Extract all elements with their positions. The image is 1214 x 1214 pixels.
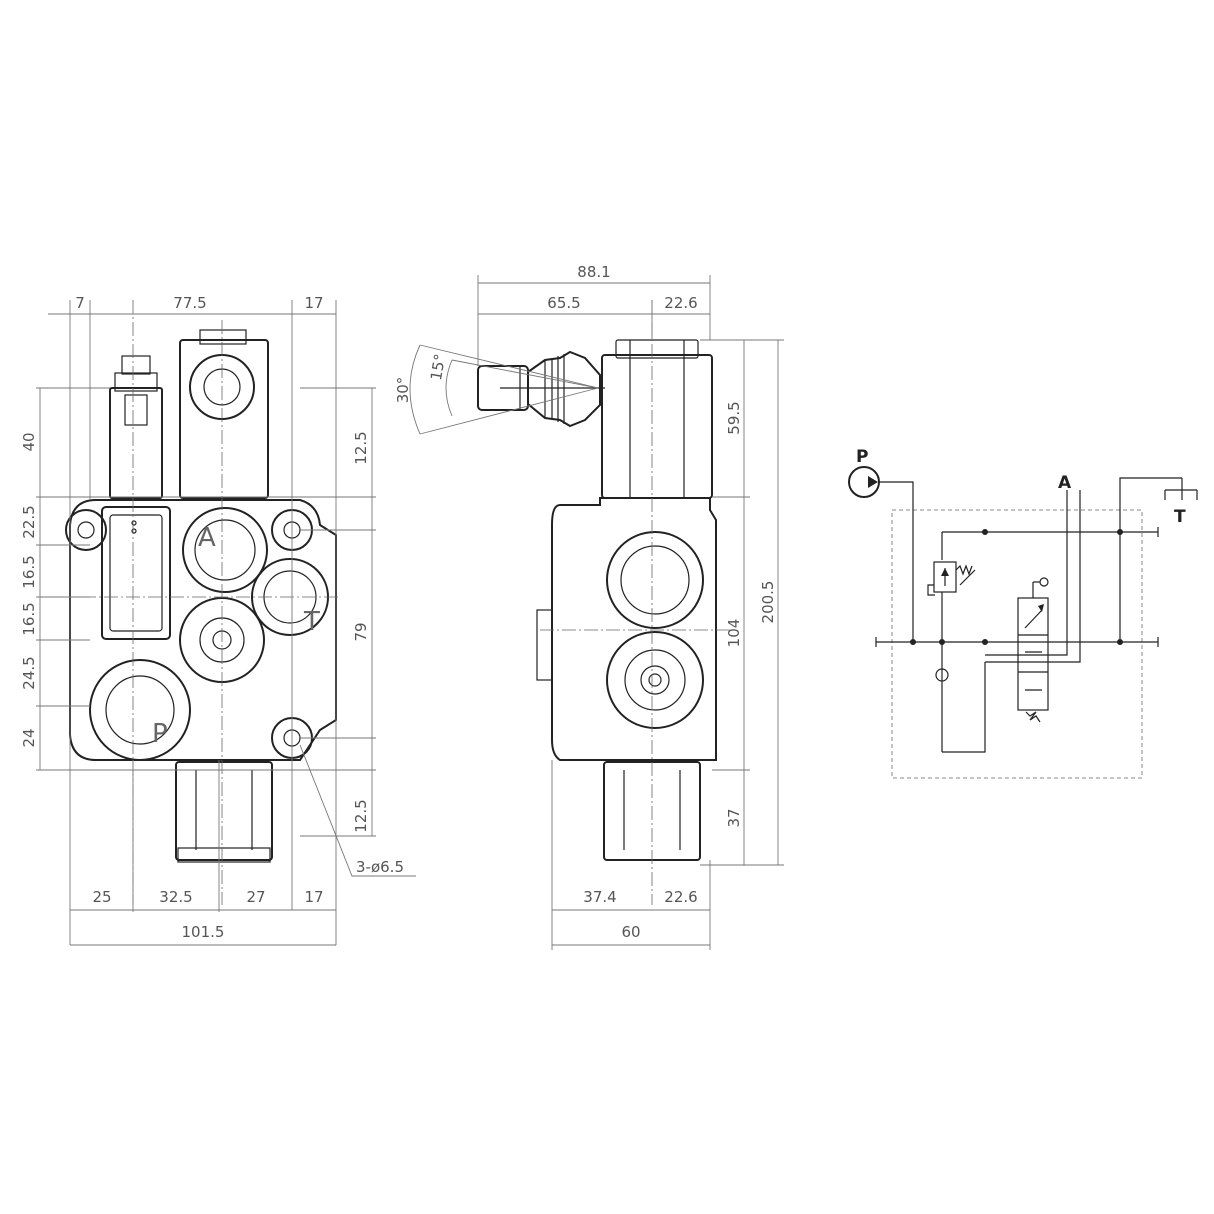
front-view-labels: 7 77.5 17 25 32.5 27 17 101.5 40 22.5 16… <box>20 294 404 941</box>
port-label-a: A <box>198 523 216 553</box>
dim-side-overall-width: 60 <box>621 923 640 941</box>
dim-front-bottom-3: 27 <box>246 888 265 906</box>
dim-front-top-1: 7 <box>75 294 85 312</box>
dim-side-right-2: 104 <box>725 619 743 648</box>
angle-30: 30° <box>394 377 412 404</box>
check-valve-symbol <box>935 668 949 682</box>
dim-front-left-4: 16.5 <box>20 602 38 635</box>
dim-side-top-1: 65.5 <box>547 294 580 312</box>
side-view-labels: 88.1 65.5 22.6 30° 15° 59.5 104 37 200.5… <box>394 263 777 941</box>
dim-front-right-1: 12.5 <box>352 431 370 464</box>
dim-front-left-6: 24 <box>20 728 38 747</box>
dim-side-bottom-2: 22.6 <box>664 888 697 906</box>
schematic-label-a: A <box>1058 473 1072 493</box>
dim-side-right-1: 59.5 <box>725 401 743 434</box>
dim-front-right-2: 79 <box>352 622 370 641</box>
dim-side-bottom-1: 37.4 <box>583 888 616 906</box>
valve-body <box>69 499 337 761</box>
dim-front-overall-width: 101.5 <box>182 923 225 941</box>
hydraulic-schematic: P A T <box>848 447 1198 779</box>
relief-cap <box>121 355 151 375</box>
dim-side-top-2: 22.6 <box>664 294 697 312</box>
port-label-p: P <box>152 719 168 749</box>
relief-nut <box>114 372 158 392</box>
angle-15: 15° <box>427 352 449 381</box>
dim-front-left-3: 16.5 <box>20 555 38 588</box>
dim-side-overall-top: 88.1 <box>577 263 610 281</box>
spool-cap-top <box>179 339 269 499</box>
relief-valve-symbol <box>933 561 957 593</box>
side-body <box>551 497 717 761</box>
side-view <box>409 275 784 950</box>
spool-cap-bottom <box>175 761 273 861</box>
dim-side-right-3: 37 <box>725 808 743 827</box>
dim-front-left-1: 40 <box>20 432 38 451</box>
dim-front-bottom-2: 32.5 <box>159 888 192 906</box>
side-cap-top <box>601 354 713 499</box>
lever-slot <box>101 506 171 640</box>
port-label-t: T <box>303 607 320 637</box>
relief-cartridge <box>109 387 163 499</box>
hole-callout: 3-ø6.5 <box>356 858 404 876</box>
schematic-boundary <box>891 509 1143 779</box>
dim-front-top-2: 77.5 <box>173 294 206 312</box>
dim-front-bottom-4: 17 <box>304 888 323 906</box>
spool-valve-symbol <box>1017 597 1049 711</box>
dim-front-bottom-1: 25 <box>92 888 111 906</box>
schematic-label-p: P <box>856 447 868 467</box>
dim-front-right-3: 12.5 <box>352 799 370 832</box>
dim-front-top-3: 17 <box>304 294 323 312</box>
dim-side-overall-height: 200.5 <box>759 581 777 624</box>
schematic-label-t: T <box>1174 507 1186 527</box>
dim-front-left-2: 22.5 <box>20 505 38 538</box>
dim-front-left-5: 24.5 <box>20 656 38 689</box>
front-view <box>36 300 416 946</box>
